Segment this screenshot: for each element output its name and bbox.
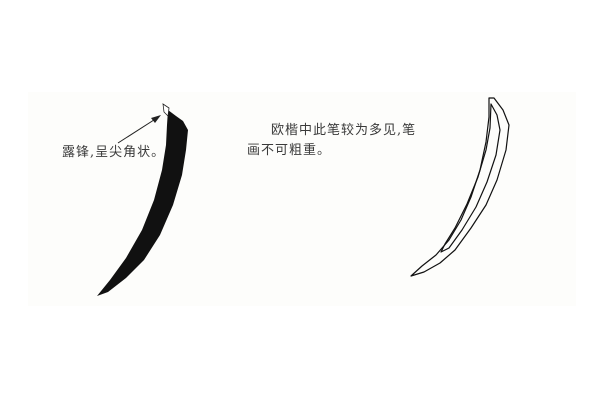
pointer-arrow-icon: [117, 115, 161, 144]
left-annotation: 露锋,呈尖角状。: [62, 145, 166, 160]
outline-pie-stroke: [410, 97, 510, 277]
right-annotation-line2: 画不可粗重。: [247, 143, 332, 158]
filled-pie-stroke: [97, 110, 188, 296]
right-annotation-line1: 欧楷中此笔较为多见,笔: [271, 123, 417, 138]
stroke-tip: [162, 103, 170, 117]
right-annotation: 欧楷中此笔较为多见,笔 画不可粗重。: [247, 121, 417, 161]
